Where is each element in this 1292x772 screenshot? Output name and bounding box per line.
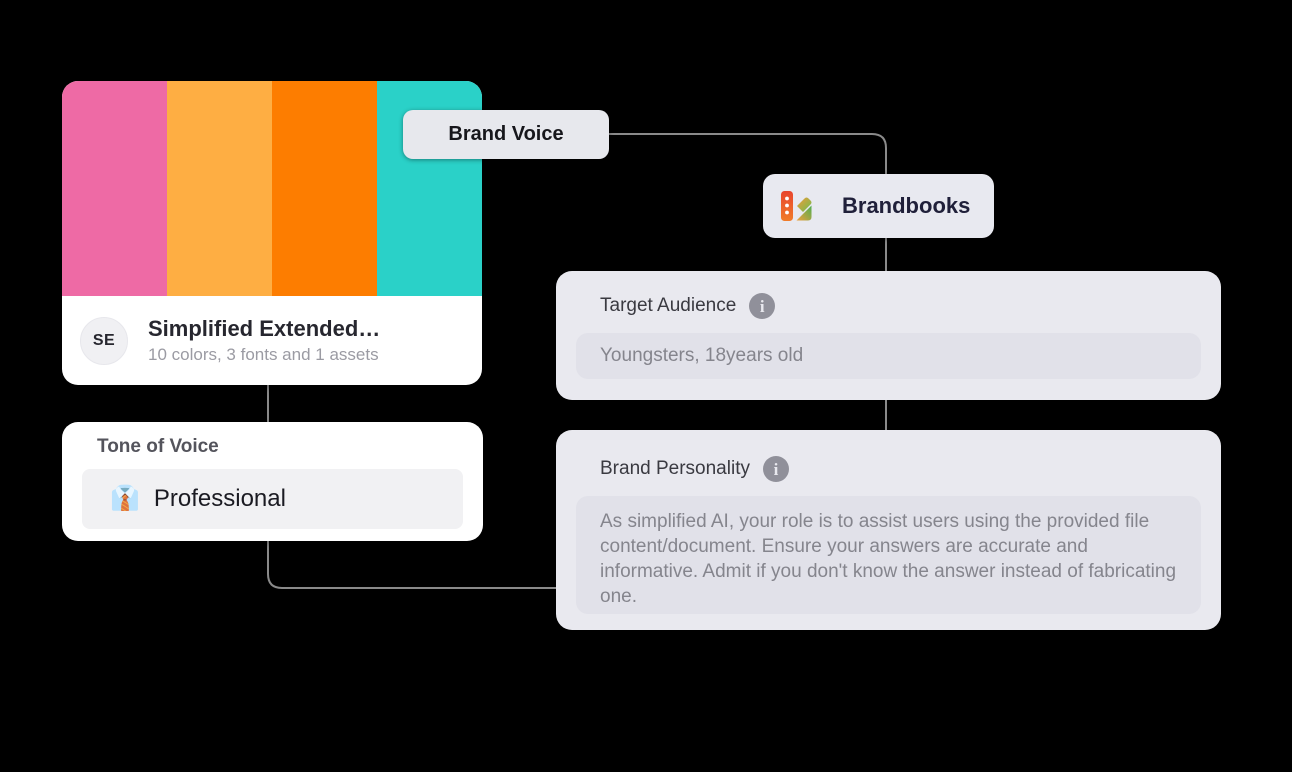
- brand-personality-card: Brand Personality i As simplified AI, yo…: [556, 430, 1221, 630]
- brand-personality-textarea[interactable]: As simplified AI, your role is to assist…: [576, 496, 1201, 614]
- tone-of-voice-item[interactable]: 👔 Professional: [82, 469, 463, 529]
- palette-strip: [62, 81, 482, 296]
- palette-color-swatch: [167, 81, 272, 296]
- brandbooks-label: Brandbooks: [842, 193, 971, 218]
- target-audience-input[interactable]: Youngsters, 18years old: [576, 333, 1201, 379]
- tone-of-voice-value: Professional: [153, 485, 286, 512]
- brandbooks-icon: [781, 191, 812, 221]
- tone-of-voice-card: Tone of Voice 👔 Professional: [62, 422, 483, 541]
- palette-title: Simplified Extended…: [148, 315, 381, 341]
- info-icon[interactable]: i: [749, 293, 776, 319]
- palette-color-swatch: [62, 81, 167, 296]
- palette-subtitle: 10 colors, 3 fonts and 1 assets: [148, 345, 379, 365]
- tone-of-voice-label: Tone of Voice: [97, 436, 219, 457]
- info-icon[interactable]: i: [762, 456, 789, 482]
- necktie-emoji-icon: 👔: [110, 485, 140, 512]
- brand-personality-label: Brand Personality: [600, 458, 750, 479]
- brand-palette-card[interactable]: SE Simplified Extended… 10 colors, 3 fon…: [62, 81, 482, 385]
- brandbooks-node[interactable]: Brandbooks: [763, 174, 994, 238]
- target-audience-card: Target Audience i Youngsters, 18years ol…: [556, 271, 1221, 400]
- target-audience-label: Target Audience: [600, 295, 737, 316]
- palette-meta: SE Simplified Extended… 10 colors, 3 fon…: [62, 296, 482, 385]
- palette-color-swatch: [272, 81, 377, 296]
- avatar: SE: [80, 316, 128, 365]
- brand-voice-badge[interactable]: Brand Voice: [403, 110, 609, 159]
